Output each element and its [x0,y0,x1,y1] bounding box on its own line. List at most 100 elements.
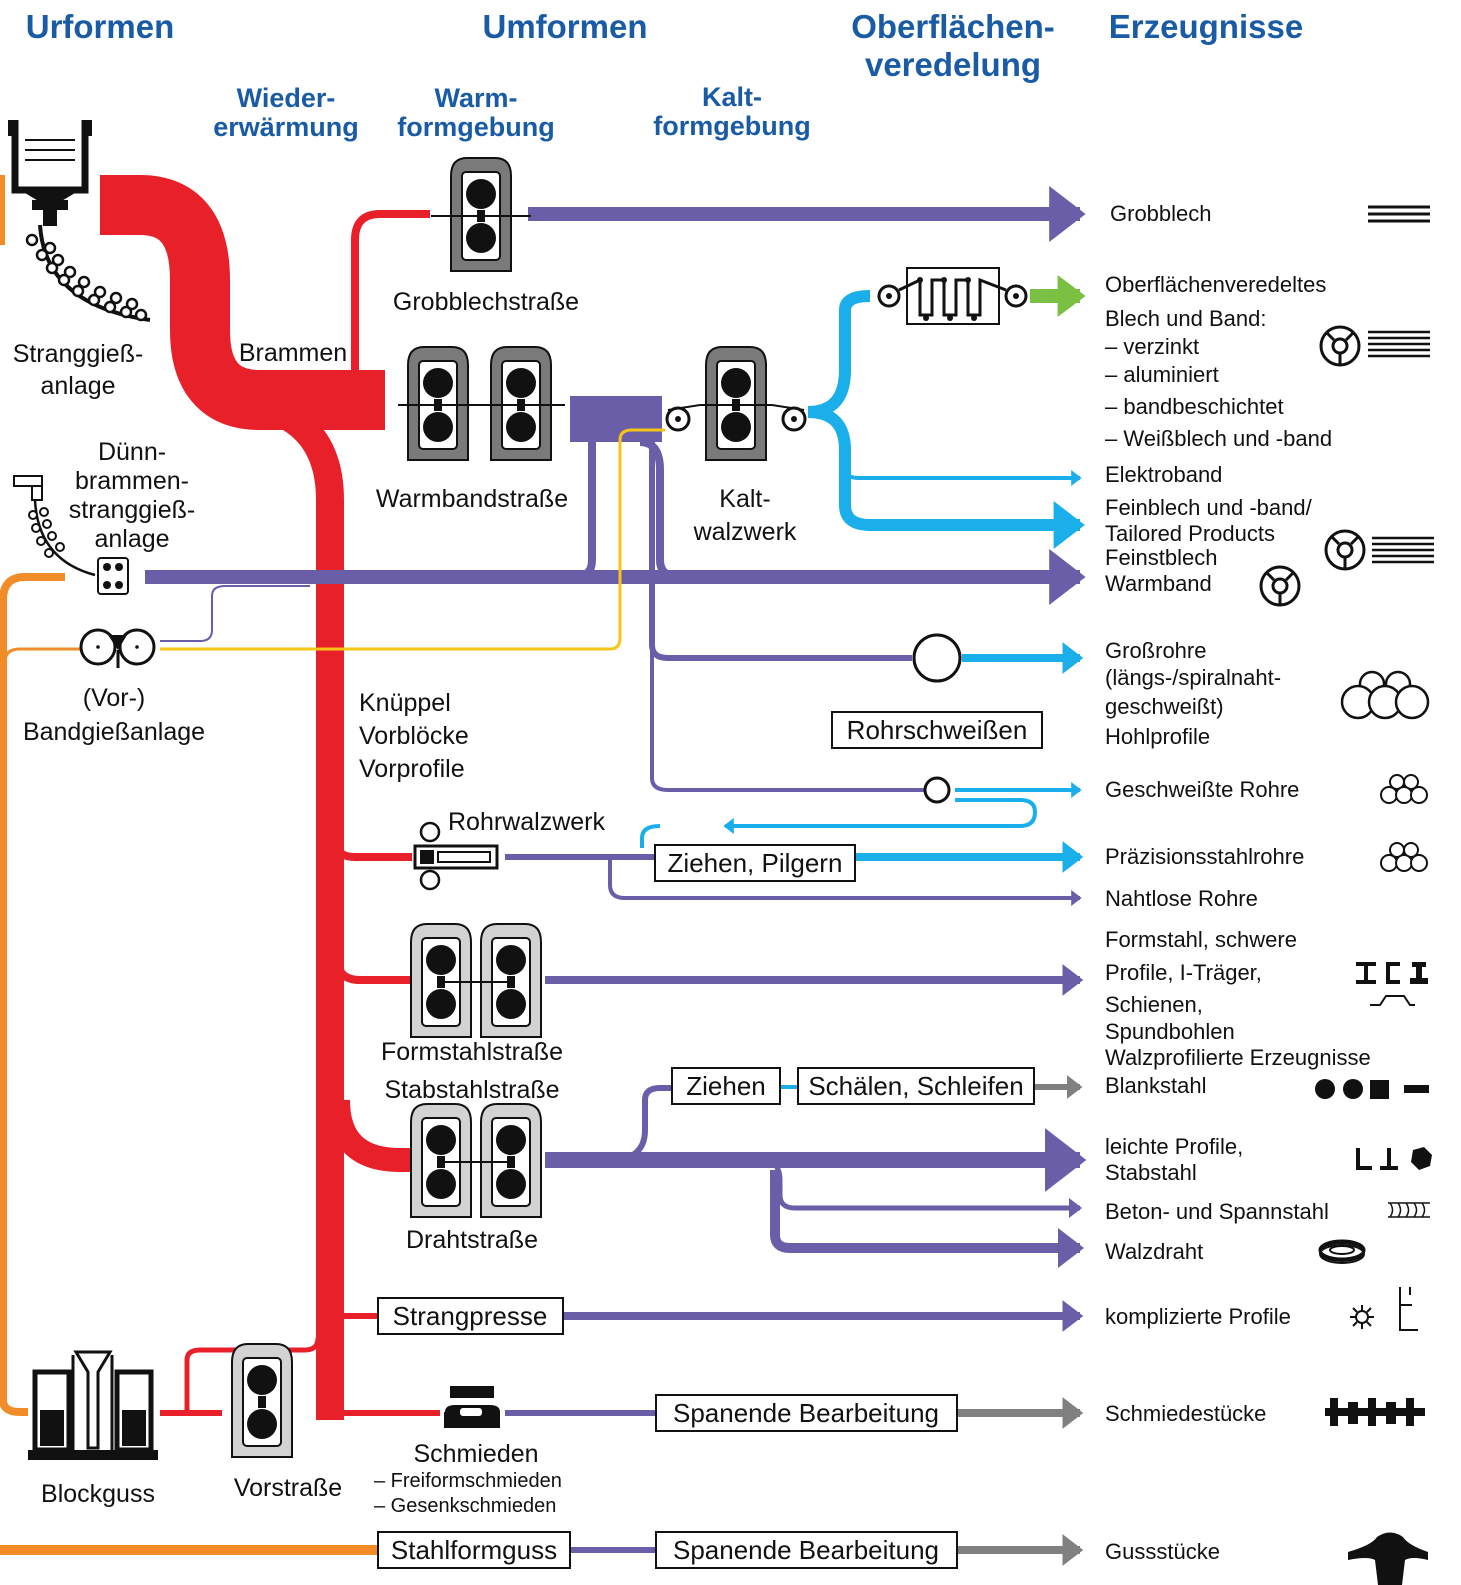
wire-mill-icon [410,1103,542,1218]
header-umformen: Umformen [482,8,647,45]
ziehen-pilgern-label: Ziehen, Pilgern [668,848,843,878]
product-feinstblech: Feinstblech [1105,545,1218,570]
label-schmieden: Schmieden [413,1440,538,1468]
product-gross-4: Hohlprofile [1105,724,1210,749]
product-gross-3: geschweißt) [1105,694,1224,719]
flow-walzdraht [770,1170,1084,1268]
hot-flows [100,175,440,1420]
label-warmbandstrasse: Warmbandstraße [376,485,568,513]
header-oberflaechen-1: Oberflächen- [851,8,1055,45]
schaelen-box: Schälen, Schleifen [797,1067,1035,1105]
label-blockguss: Blockguss [41,1480,155,1508]
machining-flows [957,1075,1084,1566]
rolled-flows [145,186,1087,1553]
product-feinblech-2: Tailored Products [1105,521,1275,546]
label-kalt-1: Kalt- [719,485,770,513]
product-ober-2: Blech und Band: [1105,306,1266,331]
red-draht-feed [326,1099,410,1172]
red-rohr-feed [334,830,412,861]
stahlformguss-label: Stahlformguss [391,1535,557,1565]
casting-part-icon [1348,1532,1428,1585]
large-pipes-icon [1340,670,1430,720]
cyan-brace [807,290,871,418]
label-vorstrasse: Vorstraße [234,1474,342,1502]
product-form-1: Formstahl, schwere [1105,927,1297,952]
red-down-flow [209,386,344,1420]
product-walzdraht: Walzdraht [1105,1239,1203,1264]
cyan-brace-low [807,406,1085,549]
cyan-loop [723,798,1038,834]
spanend-box-1: Spanende Bearbeitung [655,1394,958,1432]
ingot-casting-icon [28,1350,158,1460]
ladle-icon [8,120,92,226]
product-blankstahl: Blankstahl [1105,1073,1207,1098]
purple-strip-link [160,585,310,642]
pipe-large-icon [912,633,962,683]
hot-strip-mill-icon [398,346,565,461]
cold-rolling-mill-icon [665,346,807,461]
product-ober-3: – verzinkt [1105,334,1199,359]
process-labels: Stranggieß- anlage Dünn- brammen- strang… [13,288,797,1517]
red-grobblech-feed [351,210,430,390]
strangpresse-box: Strangpresse [377,1297,564,1335]
product-schmiedestuecke: Schmiedestücke [1105,1401,1266,1426]
strip-caster-icon [79,628,156,668]
product-kompliziert: komplizierte Profile [1105,1304,1291,1329]
subheader-kalt-1: Kalt- [702,82,762,112]
plate-mill-stand-icon [431,157,531,272]
hot-strip-block [570,396,662,442]
product-beton: Beton- und Spannstahl [1105,1199,1329,1224]
flow-nahtlos [608,857,1082,906]
product-ober-5: – bandbeschichtet [1105,394,1284,419]
product-gross-2: (längs-/spiralnaht- [1105,665,1281,690]
welded-pipes-icon [1380,774,1428,804]
schaelen-label: Schälen, Schleifen [808,1071,1023,1101]
thin-links [160,428,665,651]
label-freiform: – Freiformschmieden [374,1470,562,1492]
product-nahtlos: Nahtlose Rohre [1105,886,1258,911]
coil-icon [1319,325,1361,367]
red-main-flow [100,175,385,430]
label-stranggiess-1: Stranggieß- [13,340,144,368]
strand-rollers-icon [25,233,148,322]
spanend-label-1: Spanende Bearbeitung [673,1398,939,1428]
header-erzeugnisse: Erzeugnisse [1109,8,1303,45]
product-form-3: Schienen, [1105,992,1203,1017]
flow-geschweisst [650,650,924,792]
yellow-strip-link [160,428,665,651]
casting-flows [0,175,378,1555]
label-stabstahlstrasse: Stabstahlstraße [384,1076,559,1104]
flow-hotstrip-right [639,438,681,581]
label-knueppel-2: Vorblöcke [359,722,469,750]
ziehen-label: Ziehen [686,1071,766,1101]
product-form-4: Spundbohlen [1105,1019,1235,1044]
product-labels: Grobblech Oberflächenveredeltes Blech un… [1105,201,1371,1564]
subheader-wieder-2: erwärmung [213,112,359,142]
label-stranggiess-2: anlage [40,372,115,400]
i-beam-profiles-icon [1356,962,1428,984]
product-walzprofil: Walzprofilierte Erzeugnisse [1105,1045,1371,1070]
plate-lines-icon [1368,205,1430,223]
label-rohrwalzwerk: Rohrwalzwerk [448,808,605,836]
label-duenn-3: stranggieß- [69,496,195,524]
bright-steel-icon [1315,1079,1429,1099]
product-ober-4: – aluminiert [1105,362,1219,387]
orange-flow-thin-slab [0,573,65,1416]
label-duenn-2: brammen- [75,467,189,495]
red-schmiede-feed [317,1394,440,1416]
sheet-pile-icon [1370,995,1415,1006]
label-vor-band-1: (Vor-) [83,684,146,712]
product-geschweisst: Geschweißte Rohre [1105,777,1299,802]
subheader-warm-2: formgebung [397,112,554,142]
strangpresse-label: Strangpresse [393,1301,548,1331]
label-gesenk: – Gesenkschmieden [374,1495,556,1517]
product-form-2: Profile, I-Träger, [1105,960,1262,985]
sheet-stack-icon-2 [1372,536,1434,564]
thin-slab-caster-icon [13,475,129,595]
header-urformen: Urformen [26,8,175,45]
coil-icon-2 [1324,529,1366,571]
tube-mill-icon [413,821,499,891]
complex-profiles-icon [1350,1287,1418,1331]
rohrschweissen-label: Rohrschweißen [847,715,1028,745]
label-vor-band-2: Bandgießanlage [23,718,205,746]
